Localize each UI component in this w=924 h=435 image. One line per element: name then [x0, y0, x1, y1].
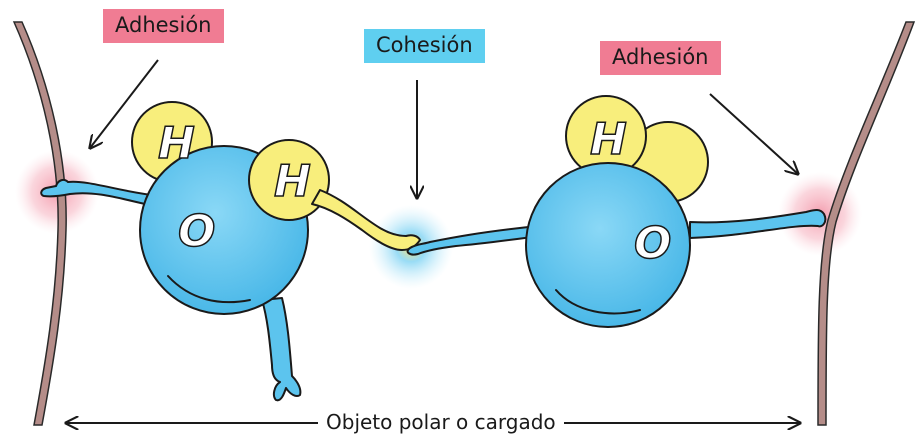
- right-hydrogen-front-letter: H: [590, 114, 627, 165]
- cohesion-label: Cohesión: [364, 29, 485, 63]
- adhesion-right-arrow: [710, 94, 798, 174]
- left-molecule-leg: [262, 298, 300, 400]
- left-oxygen-letter: O: [178, 206, 215, 257]
- right-oxygen-letter: O: [634, 218, 671, 269]
- left-hydrogen-right-letter: H: [274, 156, 311, 207]
- adhesion-label-right: Adhesión: [600, 41, 721, 75]
- polar-object-label: Objeto polar o cargado: [318, 410, 564, 434]
- right-wall: [818, 22, 914, 425]
- left-hydrogen-top-letter: H: [158, 118, 195, 169]
- adhesion-label-left: Adhesión: [103, 9, 224, 43]
